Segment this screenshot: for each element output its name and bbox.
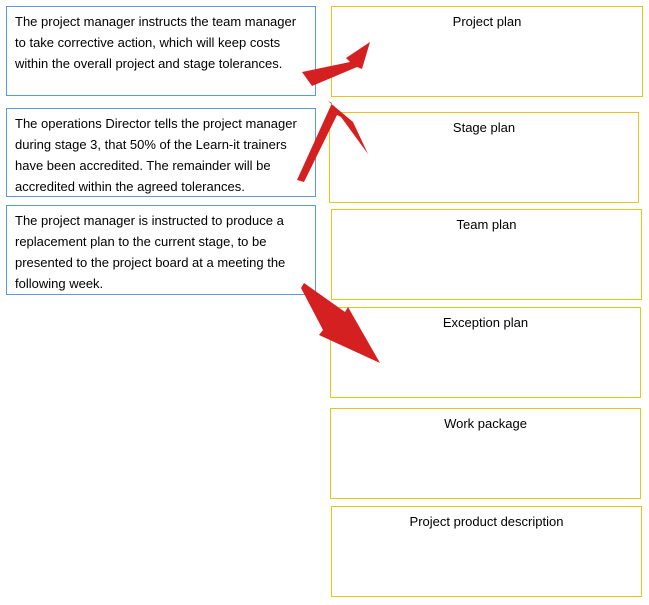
scenario-text: The project manager is instructed to pro… bbox=[15, 213, 286, 291]
target-box-project-plan[interactable]: Project plan bbox=[331, 6, 643, 97]
target-label: Work package bbox=[444, 416, 527, 431]
scenario-box[interactable]: The project manager is instructed to pro… bbox=[6, 205, 316, 295]
target-label: Stage plan bbox=[452, 120, 516, 135]
target-label: Team plan bbox=[456, 217, 517, 232]
scenario-text: The operations Director tells the projec… bbox=[15, 116, 297, 194]
target-label: Exception plan bbox=[442, 315, 529, 330]
target-box-team-plan[interactable]: Team plan bbox=[331, 209, 642, 300]
target-label: Project product description bbox=[409, 514, 564, 529]
target-box-project-product-description[interactable]: Project product description bbox=[331, 506, 642, 597]
scenario-box[interactable]: The operations Director tells the projec… bbox=[6, 108, 316, 197]
target-label: Project plan bbox=[452, 14, 522, 29]
scenario-text: The project manager instructs the team m… bbox=[15, 14, 297, 71]
target-box-exception-plan[interactable]: Exception plan bbox=[330, 307, 641, 398]
scenario-box[interactable]: The project manager instructs the team m… bbox=[6, 6, 316, 96]
target-box-work-package[interactable]: Work package bbox=[330, 408, 641, 499]
target-box-stage-plan[interactable]: Stage plan bbox=[329, 112, 639, 203]
